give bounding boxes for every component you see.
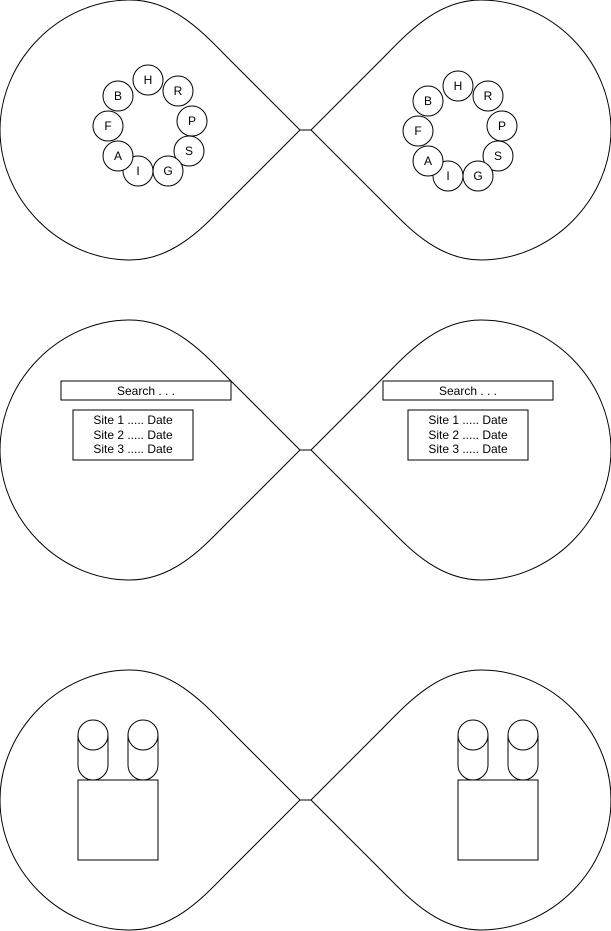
letter-node-label: A — [114, 149, 122, 163]
list-item[interactable]: Site 1 ..... Date — [93, 413, 173, 427]
server-box — [77, 779, 159, 861]
results-list — [72, 409, 194, 461]
letter-node-label: G — [473, 169, 482, 183]
letter-node-circle — [486, 110, 518, 142]
letter-node-circle — [173, 135, 205, 167]
database-cylinder-icon — [457, 719, 489, 781]
letter-node-circle — [92, 110, 124, 142]
letter-node-label: S — [185, 144, 193, 158]
database-cylinder-icon — [77, 719, 109, 781]
search-input[interactable] — [60, 380, 232, 401]
letter-node-label: I — [136, 164, 139, 178]
letter-node: A — [102, 140, 134, 172]
letter-node: R — [162, 75, 194, 107]
letter-node-circle — [442, 70, 474, 102]
letter-node: A — [412, 145, 444, 177]
letter-node-label: A — [424, 154, 432, 168]
letter-node-label: F — [414, 124, 421, 138]
infinity-shape — [0, 0, 301, 261]
panel-search: Search . . . Site 1 ..... Date Site 2 ..… — [0, 319, 611, 581]
letter-node: P — [176, 105, 208, 137]
infinity-shape — [310, 0, 611, 261]
letter-node-label: P — [188, 114, 196, 128]
letter-node: H — [442, 70, 474, 102]
letter-node-circle — [132, 64, 164, 96]
letter-node-circle — [102, 140, 134, 172]
letter-node-label: H — [454, 79, 463, 93]
search-placeholder: Search . . . — [117, 384, 175, 398]
letter-node-label: G — [163, 164, 172, 178]
letter-node-label: R — [174, 84, 183, 98]
letter-node-circle — [412, 145, 444, 177]
letter-node-label: F — [104, 119, 111, 133]
letter-node: F — [402, 115, 434, 147]
letter-ring-right: H R P SG IA F B — [402, 70, 518, 192]
database-cylinder-icon — [127, 719, 159, 781]
letter-node-label: I — [446, 169, 449, 183]
letter-node-circle — [102, 80, 134, 112]
database-cylinder-icon — [507, 719, 539, 781]
letter-node: S — [173, 135, 205, 167]
search-input[interactable] — [382, 380, 554, 401]
letter-node-label: H — [144, 73, 153, 87]
letter-node-circle — [402, 115, 434, 147]
letter-node: H — [132, 64, 164, 96]
server-box — [457, 779, 539, 861]
list-item[interactable]: Site 3 ..... Date — [93, 442, 173, 456]
letter-node: P — [486, 110, 518, 142]
letter-node: F — [92, 110, 124, 142]
letter-node: S — [482, 140, 514, 172]
letter-node: G — [462, 160, 494, 192]
letter-node: G — [152, 155, 184, 187]
list-item[interactable]: Site 1 ..... Date — [428, 413, 508, 427]
letter-node: B — [102, 80, 134, 112]
letter-node-circle — [482, 140, 514, 172]
letter-node-label: P — [498, 119, 506, 133]
results-list — [407, 409, 529, 461]
letter-ring-left: H R P SG IA F B — [92, 64, 208, 187]
letter-node-circle — [412, 85, 444, 117]
search-placeholder: Search . . . — [439, 384, 497, 398]
letter-node-label: R — [484, 89, 493, 103]
letter-node: B — [412, 85, 444, 117]
list-item[interactable]: Site 2 ..... Date — [428, 428, 508, 442]
letter-node-circle — [162, 75, 194, 107]
letter-node-label: B — [424, 94, 432, 108]
letter-node-label: B — [114, 89, 122, 103]
panel-database — [0, 669, 611, 931]
letter-node-circle — [472, 80, 504, 112]
list-item[interactable]: Site 3 ..... Date — [428, 442, 508, 456]
letter-node-label: S — [494, 149, 502, 163]
list-item[interactable]: Site 2 ..... Date — [93, 428, 173, 442]
letter-node: R — [472, 80, 504, 112]
